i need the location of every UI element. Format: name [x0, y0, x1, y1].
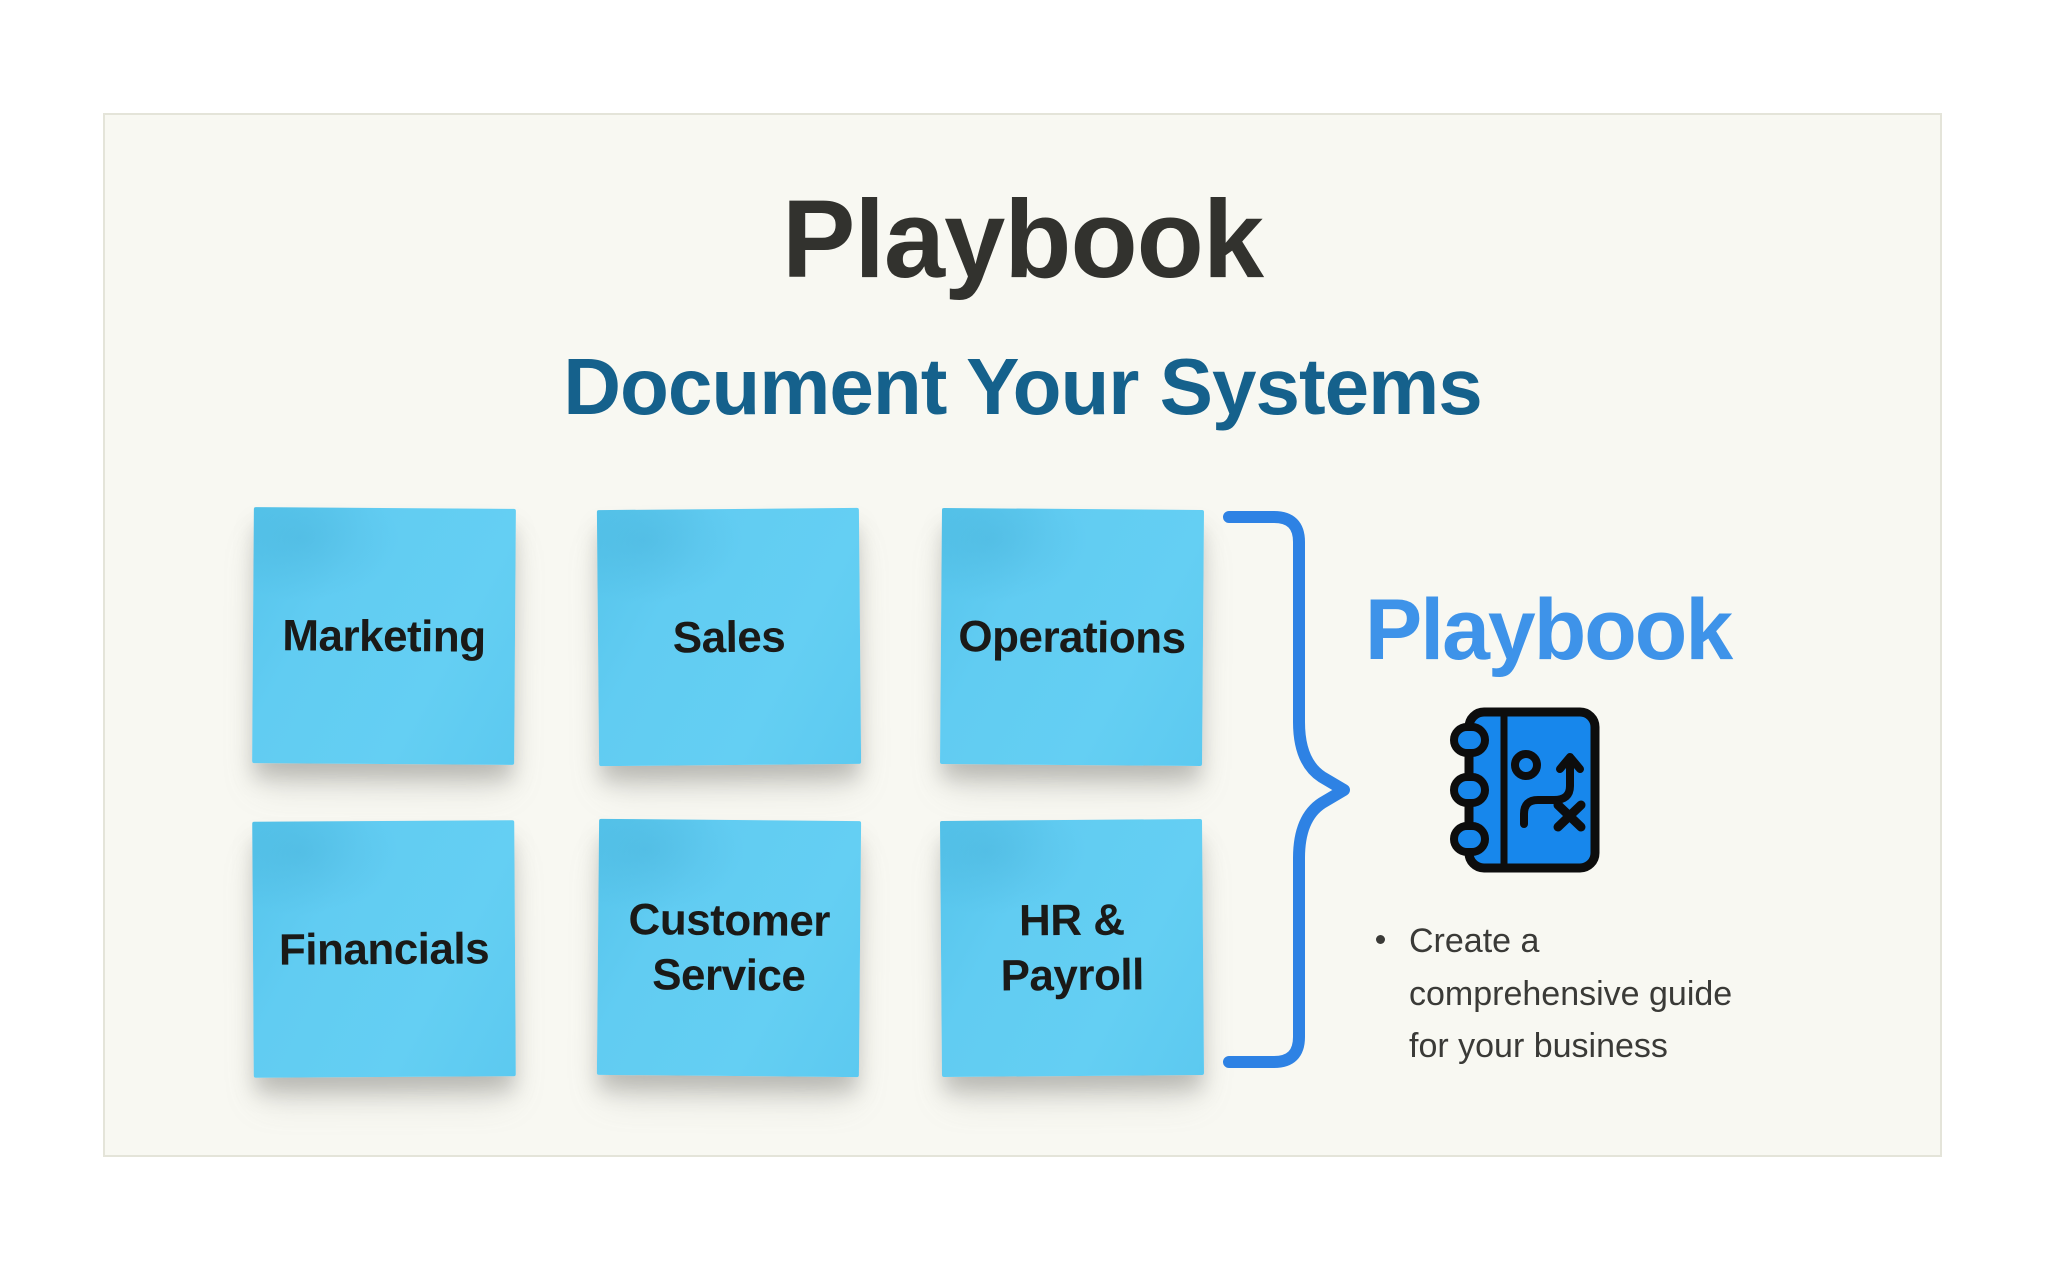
sticky-note-label: Marketing: [282, 610, 486, 662]
sticky-note-financials: Financials: [252, 820, 516, 1078]
sticky-note-customer-service: Customer Service: [596, 818, 862, 1078]
sticky-note-hr-payroll: HR & Payroll: [939, 818, 1205, 1078]
bullet-dot-icon: [1376, 935, 1385, 944]
slide-card: Playbook Document Your Systems Marketing…: [103, 113, 1942, 1157]
sticky-note-label: Operations: [958, 611, 1186, 663]
page-title: Playbook: [781, 178, 1264, 301]
result-heading: Playbook: [1364, 582, 1733, 678]
sticky-note-label: Customer Service: [628, 895, 831, 1001]
sticky-note-label: Financials: [278, 923, 490, 975]
sticky-note-label: HR & Payroll: [1000, 895, 1145, 1001]
result-bullet-item: Create a comprehensive guide for your bu…: [1354, 915, 1774, 1073]
curly-brace-icon: [1223, 511, 1350, 1068]
playbook-notebook-icon: [1450, 707, 1600, 873]
sticky-note-label: Sales: [672, 612, 786, 662]
bullet-text: Create a comprehensive guide for your bu…: [1409, 922, 1733, 1066]
page-subtitle: Document Your Systems: [563, 342, 1483, 431]
sticky-note-sales: Sales: [596, 507, 862, 767]
sticky-note-operations: Operations: [939, 507, 1205, 767]
sticky-note-marketing: Marketing: [252, 507, 516, 765]
